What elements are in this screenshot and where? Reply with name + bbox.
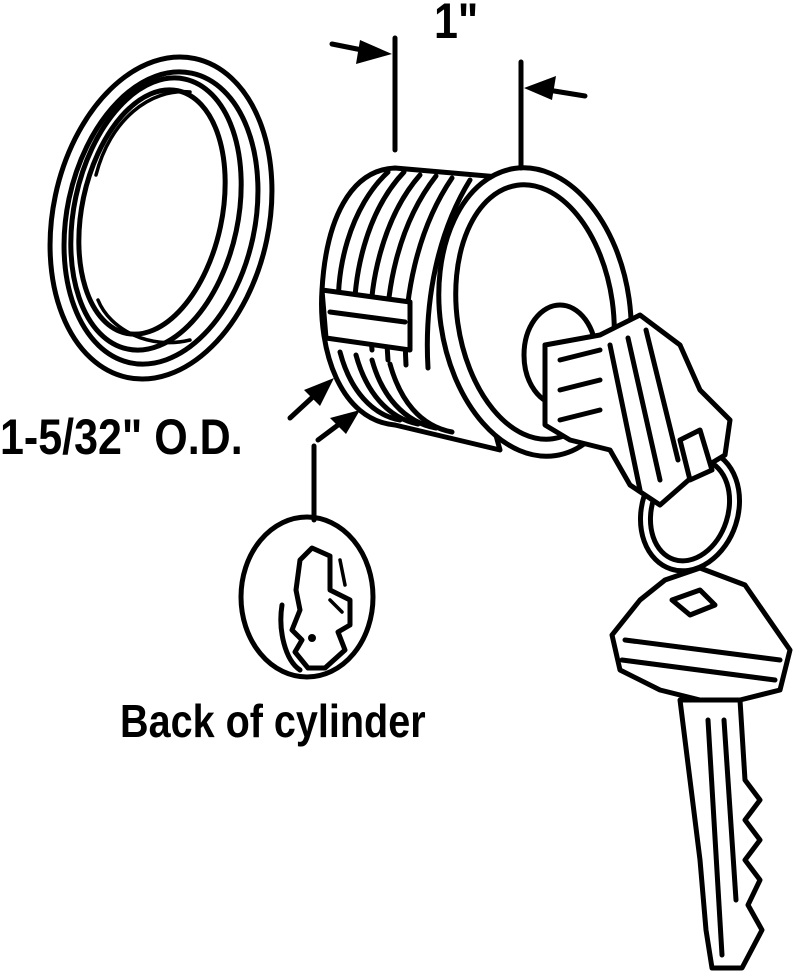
width-dimension-label: 1" bbox=[434, 0, 479, 49]
keyway-back-icon bbox=[238, 514, 376, 680]
key-icon bbox=[609, 565, 793, 971]
inserted-key-icon bbox=[542, 312, 733, 508]
width-dimension bbox=[329, 35, 588, 171]
outer-diameter-label: 1-5/32" O.D. bbox=[0, 409, 243, 465]
back-of-cylinder-caption: Back of cylinder bbox=[120, 695, 426, 747]
trim-ring-icon bbox=[47, 54, 275, 382]
od-dimension bbox=[287, 378, 360, 523]
